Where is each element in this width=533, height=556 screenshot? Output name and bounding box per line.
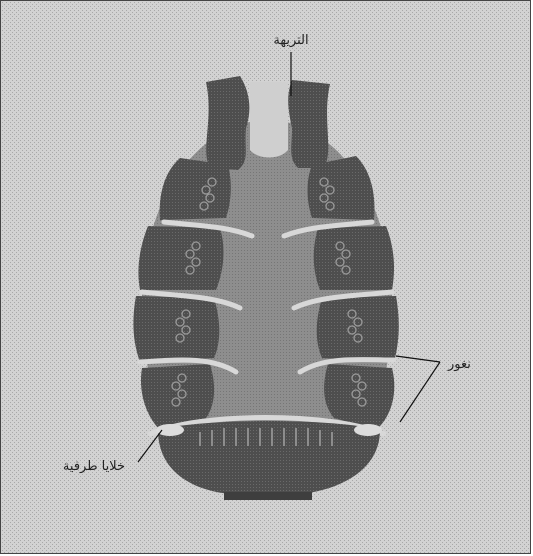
base-stem [224, 492, 312, 500]
posterior-tab-right [354, 424, 382, 436]
label-left: خلايا طرفية [63, 459, 125, 474]
posterior-tab-left [156, 424, 184, 436]
head-notch [250, 82, 288, 158]
anterior-lobe-right [288, 80, 330, 168]
segment-left-3 [133, 296, 219, 362]
label-right: نغور [447, 357, 471, 372]
anterior-lobe-left [206, 76, 249, 170]
label-top: التريهة [273, 33, 308, 48]
segment-right-2 [314, 226, 394, 290]
segment-right-3 [317, 296, 399, 362]
segment-left-2 [138, 226, 223, 290]
